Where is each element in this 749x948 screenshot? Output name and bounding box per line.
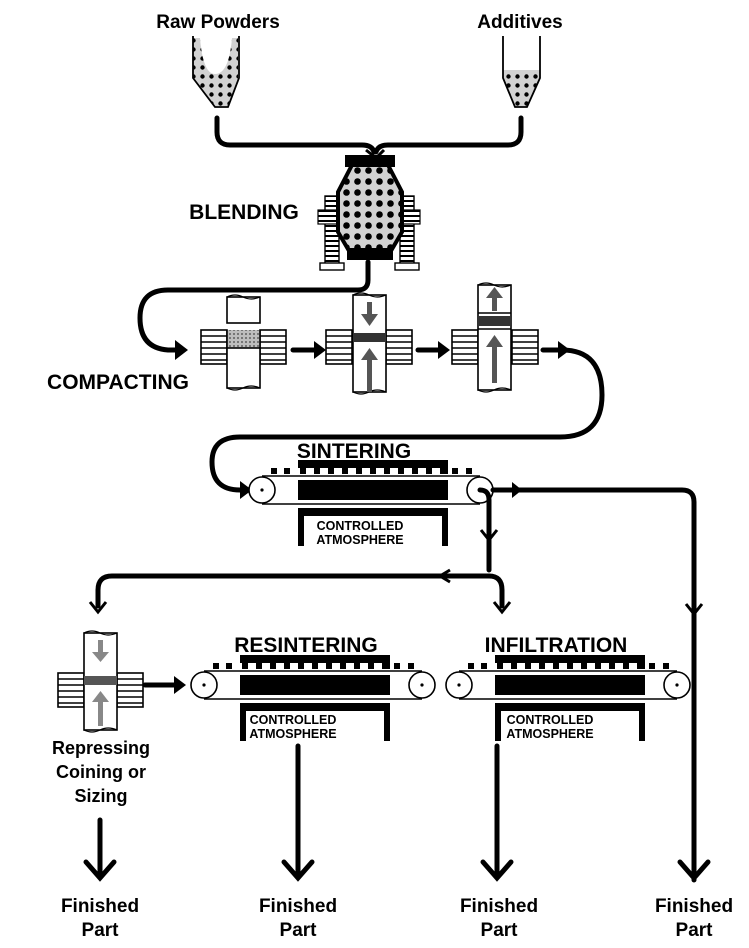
infiltration-atmosphere-line2: ATMOSPHERE xyxy=(506,727,593,741)
infiltration-label: INFILTRATION xyxy=(485,634,628,657)
blending-label: BLENDING xyxy=(189,201,299,224)
sintering-atmosphere-line1: CONTROLLED xyxy=(317,519,404,533)
flow-sintering-to-finished-direct xyxy=(490,487,697,883)
flow-blending-to-compacting xyxy=(137,259,371,353)
flow-branch-to-infiltration xyxy=(486,573,505,609)
flow-branch-to-repressing xyxy=(95,573,492,609)
compacting-step-fill-icon xyxy=(200,294,287,391)
arrow-head xyxy=(677,859,711,882)
compacting-step-eject-icon xyxy=(451,282,539,393)
repressing-press-icon xyxy=(57,630,144,733)
resintering-label: RESINTERING xyxy=(234,634,378,657)
flow-additives-to-blending xyxy=(373,115,524,155)
finished-part-1-line2: Part xyxy=(82,920,120,941)
compacting-label: COMPACTING xyxy=(47,371,189,394)
resintering-atmosphere-line1: CONTROLLED xyxy=(250,713,337,727)
finished-part-3-line2: Part xyxy=(481,920,519,941)
raw-powders-label: Raw Powders xyxy=(156,12,280,33)
arrow-head xyxy=(175,340,188,360)
flow-raw-powders-to-blending xyxy=(214,115,377,155)
blender-drum-icon xyxy=(317,155,421,271)
repressing-label-line1: Repressing xyxy=(52,738,150,758)
flow-sintering-to-branch xyxy=(477,487,492,573)
finished-part-1-line1: Finished xyxy=(61,896,139,917)
repressing-label-line2: Coining or xyxy=(56,762,146,782)
additives-hopper-icon xyxy=(502,36,541,108)
finished-part-4-line1: Finished xyxy=(655,896,733,917)
finished-part-2-line2: Part xyxy=(280,920,318,941)
compacting-step-press-icon xyxy=(325,292,413,395)
finished-part-2-line1: Finished xyxy=(259,896,337,917)
infiltration-atmosphere-line1: CONTROLLED xyxy=(507,713,594,727)
sintering-label: SINTERING xyxy=(297,440,411,463)
additives-label: Additives xyxy=(477,12,563,33)
finished-part-3-line1: Finished xyxy=(460,896,538,917)
finished-part-4-line2: Part xyxy=(676,920,714,941)
repressing-label-line3: Sizing xyxy=(75,786,128,806)
flow-compacting-to-sintering xyxy=(209,347,605,493)
raw-powders-hopper-icon xyxy=(192,36,240,108)
sintering-atmosphere-line2: ATMOSPHERE xyxy=(316,533,403,547)
resintering-atmosphere-line2: ATMOSPHERE xyxy=(249,727,336,741)
